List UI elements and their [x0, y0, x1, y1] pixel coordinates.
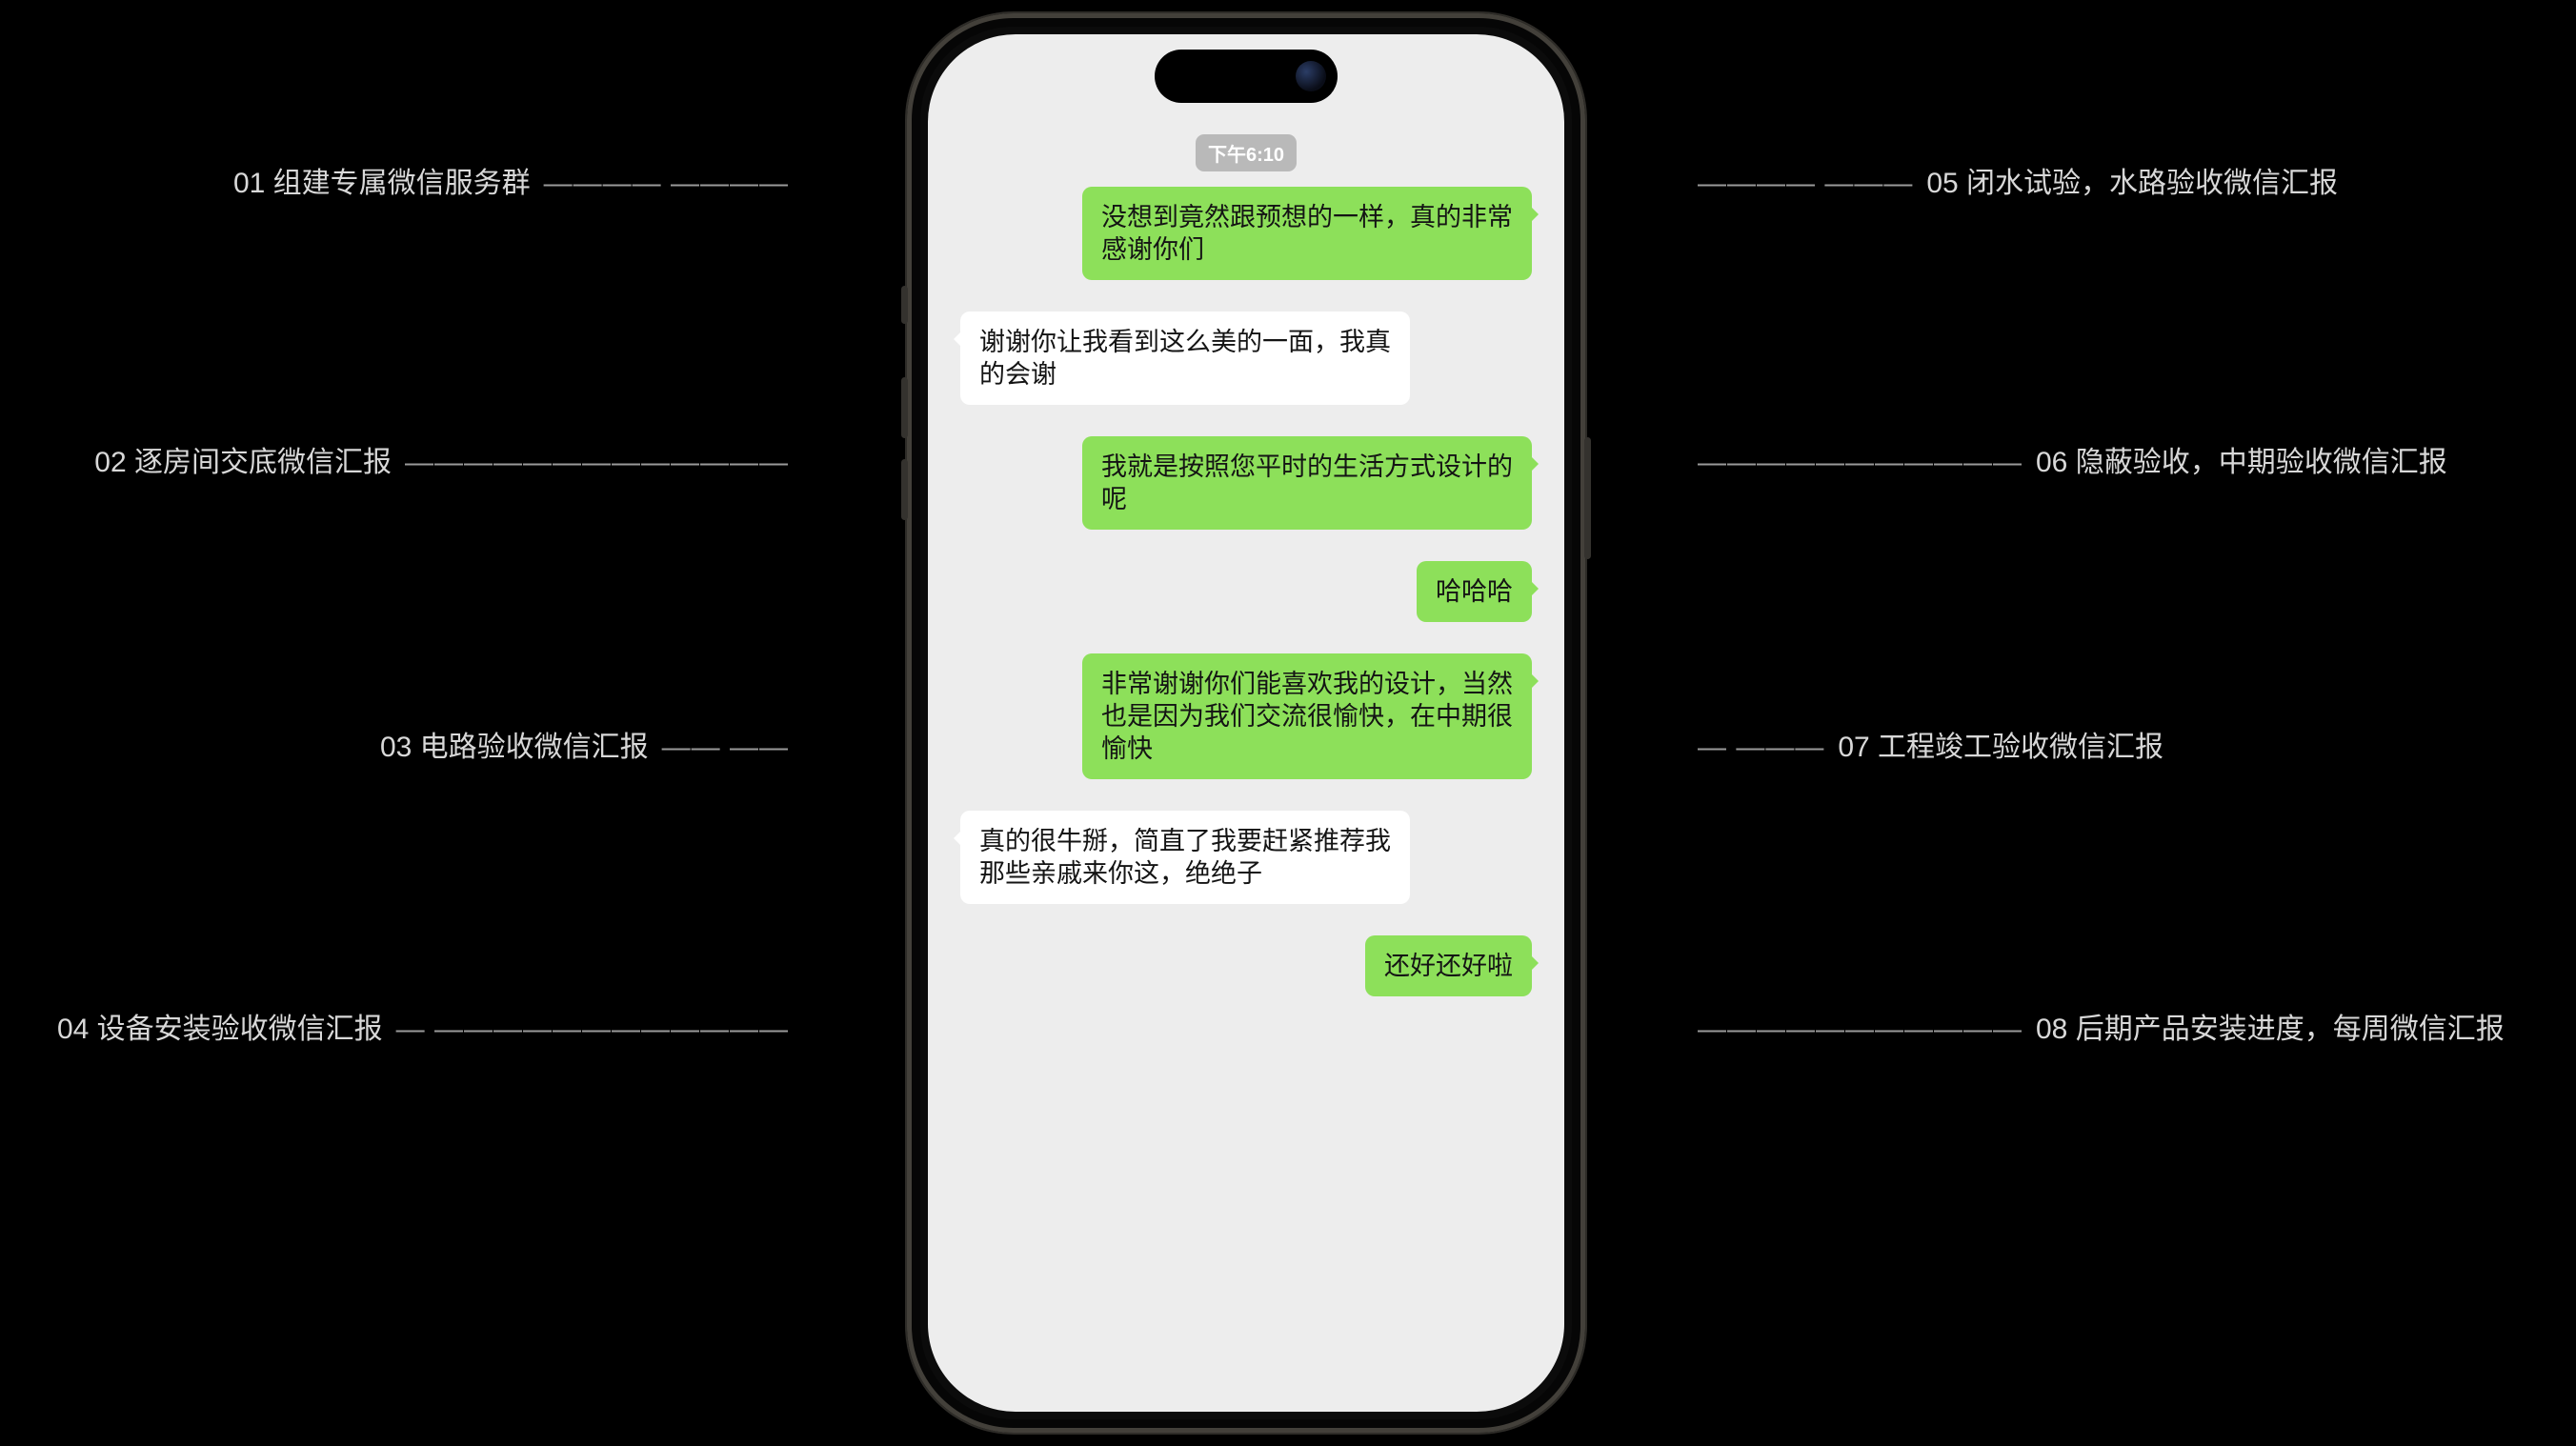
callout-02: 02 逐房间交底微信汇报 ————————————— — [0, 442, 789, 484]
outgoing-chat-bubble: 没想到竟然跟预想的一样，真的非常感谢你们 — [1082, 187, 1539, 280]
bubble-tail — [1530, 206, 1547, 223]
callout-leader-line: —— —— — [661, 732, 789, 763]
callout-leader-line: — ———————————— — [395, 1014, 789, 1045]
bubble-text: 谢谢你让我看到这么美的一面，我真的会谢 — [979, 328, 1391, 389]
callout-04: 04 设备安装验收微信汇报 — ———————————— — [0, 1009, 789, 1051]
bubble-text: 非常谢谢你们能喜欢我的设计，当然也是因为我们交流很愉快，在中期很愉快 — [1101, 670, 1513, 763]
bubble-tail — [945, 830, 962, 847]
bubble-text: 真的很牛掰，简直了我要赶紧推荐我那些亲戚来你这，绝绝子 — [979, 827, 1391, 888]
callout-08: ——————————— 08 后期产品安装进度，每周微信汇报 — [1698, 1009, 2505, 1051]
chat-message-row: 还好还好啦 — [960, 935, 1539, 996]
incoming-chat-bubble: 谢谢你让我看到这么美的一面，我真的会谢 — [954, 311, 1410, 405]
outgoing-chat-bubble: 非常谢谢你们能喜欢我的设计，当然也是因为我们交流很愉快，在中期很愉快 — [1082, 653, 1539, 779]
phone-mockup: 下午6:10 没想到竟然跟预想的一样，真的非常感谢你们谢谢你让我看到这么美的一面… — [901, 13, 1591, 1433]
bubble-text: 没想到竟然跟预想的一样，真的非常感谢你们 — [1101, 203, 1513, 264]
chat-message-row: 没想到竟然跟预想的一样，真的非常感谢你们 — [960, 187, 1539, 280]
chat-message-row: 我就是按照您平时的生活方式设计的呢 — [960, 436, 1539, 530]
phone-screen: 下午6:10 没想到竟然跟预想的一样，真的非常感谢你们谢谢你让我看到这么美的一面… — [928, 34, 1564, 1412]
bubble-tail — [1530, 673, 1547, 690]
callout-leader-line: ——————————— — [1698, 1014, 2023, 1045]
chat-time-badge: 下午6:10 — [1195, 134, 1298, 171]
front-camera-icon — [1296, 61, 1326, 91]
callout-label: 01 组建专属微信服务群 — [232, 168, 531, 199]
callout-leader-line: ———— ——— — [1698, 168, 1914, 199]
bubble-tail — [945, 331, 962, 348]
callout-label: 05 闭水试验，水路验收微信汇报 — [1926, 168, 2339, 199]
outgoing-chat-bubble: 我就是按照您平时的生活方式设计的呢 — [1082, 436, 1539, 530]
callout-label: 03 电路验收微信汇报 — [379, 732, 649, 763]
bubble-tail — [1530, 954, 1547, 972]
chat-message-row: 非常谢谢你们能喜欢我的设计，当然也是因为我们交流很愉快，在中期很愉快 — [960, 653, 1539, 779]
chat-message-row: 谢谢你让我看到这么美的一面，我真的会谢 — [954, 311, 1532, 405]
callout-label: 04 设备安装验收微信汇报 — [56, 1014, 383, 1045]
power-button — [1584, 437, 1591, 559]
callout-leader-line: ——————————— — [1698, 447, 2023, 478]
outgoing-chat-bubble: 还好还好啦 — [1365, 935, 1539, 996]
outgoing-chat-bubble: 哈哈哈 — [1417, 561, 1539, 622]
callout-leader-line: ———— ———— — [543, 168, 789, 199]
callout-leader-line: ————————————— — [405, 447, 789, 478]
mute-switch — [901, 286, 908, 324]
chat-message-row: 哈哈哈 — [960, 561, 1539, 622]
volume-down-button — [901, 459, 908, 520]
chat-message-list: 没想到竟然跟预想的一样，真的非常感谢你们谢谢你让我看到这么美的一面，我真的会谢我… — [928, 187, 1564, 996]
volume-up-button — [901, 377, 908, 438]
callout-leader-line: — ——— — [1698, 732, 1825, 763]
chat-message-row: 真的很牛掰，简直了我要赶紧推荐我那些亲戚来你这，绝绝子 — [954, 811, 1532, 904]
callout-label: 02 逐房间交底微信汇报 — [94, 447, 392, 478]
callout-06: ——————————— 06 隐蔽验收，中期验收微信汇报 — [1698, 442, 2447, 484]
bubble-text: 还好还好啦 — [1384, 952, 1513, 980]
callout-05: ———— ——— 05 闭水试验，水路验收微信汇报 — [1698, 163, 2338, 205]
bubble-text: 哈哈哈 — [1436, 577, 1513, 606]
bubble-text: 我就是按照您平时的生活方式设计的呢 — [1101, 452, 1513, 513]
incoming-chat-bubble: 真的很牛掰，简直了我要赶紧推荐我那些亲戚来你这，绝绝子 — [954, 811, 1410, 904]
bubble-tail — [1530, 455, 1547, 472]
callout-label: 08 后期产品安装进度，每周微信汇报 — [2036, 1014, 2505, 1045]
bubble-tail — [1530, 580, 1547, 597]
dynamic-island — [1155, 50, 1338, 103]
callout-label: 06 隐蔽验收，中期验收微信汇报 — [2036, 447, 2447, 478]
callout-01: 01 组建专属微信服务群 ———— ———— — [0, 163, 789, 205]
callout-label: 07 工程竣工验收微信汇报 — [1838, 732, 2164, 763]
callout-07: — ——— 07 工程竣工验收微信汇报 — [1698, 727, 2163, 769]
callout-03: 03 电路验收微信汇报 —— —— — [0, 727, 789, 769]
